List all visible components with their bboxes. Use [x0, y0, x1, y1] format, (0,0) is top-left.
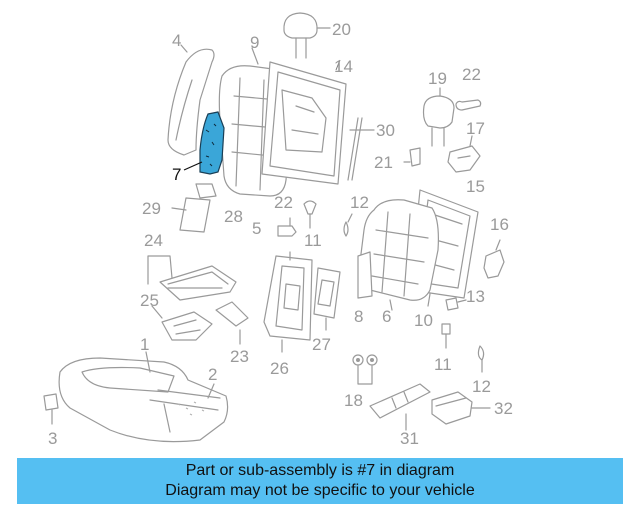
callout-9: 9 — [250, 33, 259, 52]
callout-4: 4 — [172, 31, 181, 50]
callout-11-left: 11 — [304, 231, 322, 250]
callout-13: 13 — [466, 287, 485, 306]
part-22-clip-left[interactable] — [277, 217, 297, 237]
part-3-hook[interactable] — [43, 393, 59, 425]
callout-23: 23 — [230, 347, 249, 366]
callout-18: 18 — [344, 391, 363, 410]
part-16-bracket[interactable] — [483, 239, 505, 279]
callout-17: 17 — [466, 119, 485, 138]
callout-1: 1 — [140, 335, 149, 354]
part-6-seatback-cushion[interactable] — [359, 199, 439, 301]
callout-14: 14 — [334, 57, 353, 76]
part-13-clip[interactable] — [445, 297, 467, 311]
callout-29: 29 — [142, 199, 161, 218]
callout-26: 26 — [270, 359, 289, 378]
callout-30: 30 — [376, 121, 395, 140]
part-7-highlighted[interactable] — [199, 111, 225, 175]
callout-5: 5 — [252, 219, 261, 238]
part-29-panel[interactable] — [179, 197, 211, 233]
part-20-headrest[interactable] — [283, 12, 331, 59]
callout-3: 3 — [48, 429, 57, 448]
callout-12-right: 12 — [472, 377, 491, 396]
callout-8: 8 — [354, 307, 363, 326]
callout-16: 16 — [490, 215, 509, 234]
part-8-bolster-right[interactable] — [357, 251, 373, 299]
leader-7 — [183, 161, 203, 171]
callout-labels: 4 9 20 14 19 22 30 17 21 7 15 29 28 22 1… — [48, 20, 513, 448]
part-4-side-bolster[interactable] — [167, 44, 215, 156]
callout-32: 32 — [494, 399, 513, 418]
part-30-rod[interactable] — [347, 117, 375, 181]
callout-22-right: 22 — [462, 65, 481, 84]
callout-10: 10 — [414, 311, 433, 330]
part-12-hook-left[interactable] — [343, 213, 353, 237]
part-17-latch[interactable] — [447, 135, 481, 173]
callout-24: 24 — [144, 231, 163, 250]
callout-21: 21 — [374, 153, 393, 172]
part-28-trim[interactable] — [195, 183, 217, 199]
callout-19: 19 — [428, 69, 447, 88]
part-27-bracket[interactable] — [313, 267, 341, 331]
part-12-hook-right[interactable] — [477, 345, 485, 373]
banner-line-2: Diagram may not be specific to your vehi… — [165, 482, 475, 499]
banner-line-1: Part or sub-assembly is #7 in diagram — [185, 462, 455, 479]
info-banner: Part or sub-assembly is #7 in diagram Di… — [17, 458, 623, 504]
callout-31: 31 — [400, 429, 419, 448]
callout-11-right: 11 — [434, 355, 452, 374]
part-22-guide-right[interactable] — [455, 99, 482, 111]
part-11-clip-right[interactable] — [441, 323, 451, 349]
parts-diagram: 4 9 20 14 19 22 30 17 21 7 15 29 28 22 1… — [43, 12, 513, 448]
part-24-board[interactable] — [147, 255, 237, 301]
part-14-seatback-frame[interactable] — [261, 59, 347, 185]
callout-2: 2 — [208, 365, 217, 384]
callout-27: 27 — [312, 335, 331, 354]
callout-28: 28 — [224, 207, 243, 226]
part-1-seat-cushion[interactable] — [58, 351, 229, 443]
part-19-headrest[interactable] — [422, 87, 455, 147]
callout-25: 25 — [140, 291, 159, 310]
callout-15: 15 — [466, 177, 485, 196]
part-31-rail[interactable] — [369, 383, 431, 431]
callout-7: 7 — [172, 165, 181, 184]
part-18-bolts[interactable] — [352, 354, 378, 385]
part-26-frame[interactable] — [263, 251, 313, 353]
part-23-cover[interactable] — [215, 301, 249, 345]
callout-12-left: 12 — [350, 193, 369, 212]
part-32-module[interactable] — [431, 391, 491, 425]
part-25-latch-cover[interactable] — [151, 305, 213, 341]
part-21-guide-sleeve[interactable] — [403, 147, 421, 167]
callout-22-left: 22 — [274, 193, 293, 212]
callout-20: 20 — [332, 20, 351, 39]
part-11-clip-upper[interactable] — [303, 200, 317, 229]
callout-6: 6 — [382, 307, 391, 326]
